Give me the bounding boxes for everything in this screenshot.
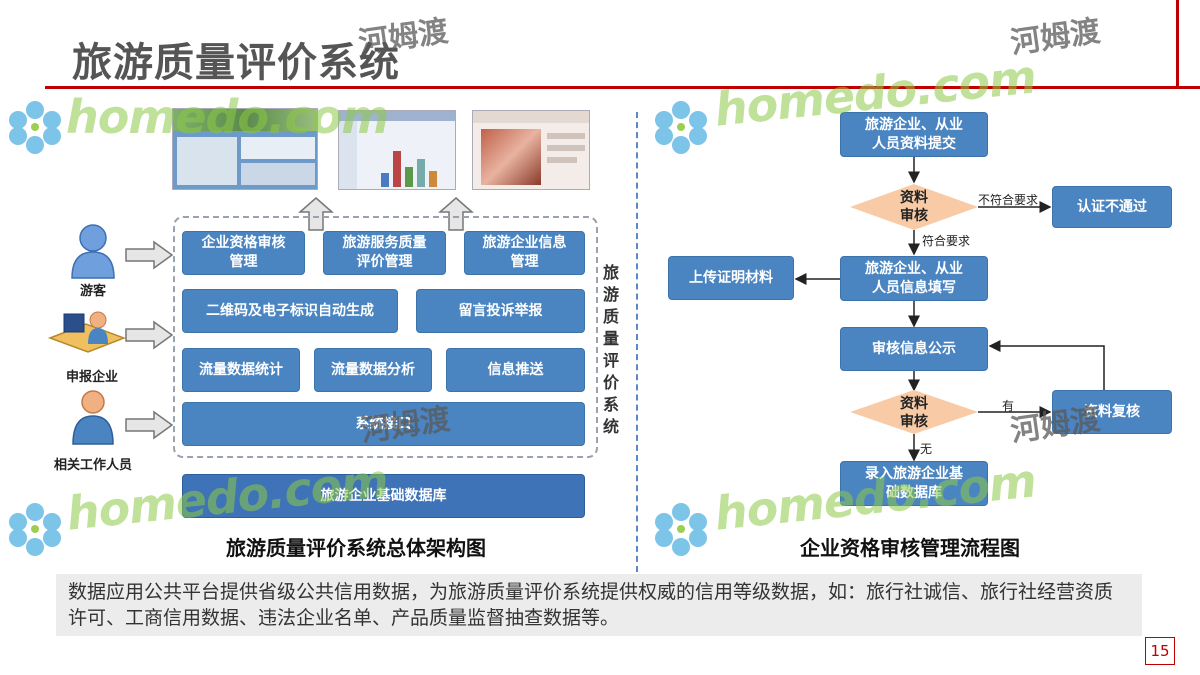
enterprise-icon xyxy=(47,311,126,353)
watermark-text-cn: 河姆渡 xyxy=(356,13,451,62)
module-traffic-stats: 流量数据统计 xyxy=(182,348,300,392)
website-screenshot-2 xyxy=(338,110,456,190)
title-divider xyxy=(45,86,1200,89)
flow-step-cert-fail: 认证不通过 xyxy=(1052,186,1172,228)
flow-step-upload-proof: 上传证明材料 xyxy=(668,256,794,300)
module-label: 二维码及电子标识自动生成 xyxy=(206,302,374,319)
module-info-push: 信息推送 xyxy=(446,348,585,392)
yes-label: 有 xyxy=(1002,399,1015,413)
flow-step-label: 旅游企业、从业 人员资料提交 xyxy=(865,116,963,152)
right-arrow-icon xyxy=(125,410,174,440)
up-arrow-icon xyxy=(298,197,334,231)
flow-step-label: 认证不通过 xyxy=(1077,198,1147,215)
right-arrow-icon xyxy=(125,240,174,270)
flower-logo-icon xyxy=(655,503,707,556)
website-screenshot-1 xyxy=(172,108,318,190)
module-label: 流量数据统计 xyxy=(199,361,283,378)
watermark-text-cn: 河姆渡 xyxy=(1008,13,1103,62)
module-label: 旅游服务质量 评价管理 xyxy=(342,235,427,270)
decision-label-2: 资料 审核 xyxy=(900,396,928,430)
fail-condition-label: 不符合要求 xyxy=(978,193,1039,207)
architecture-caption: 旅游质量评价系统总体架构图 xyxy=(226,536,486,560)
module-traffic-analysis: 流量数据分析 xyxy=(314,348,432,392)
pass-condition-label: 符合要求 xyxy=(922,234,971,248)
module-qualification-audit: 企业资格审核 管理 xyxy=(182,231,305,275)
flow-step-submit: 旅游企业、从业 人员资料提交 xyxy=(840,112,988,157)
flow-step-label: 录入旅游企业基 础数据库 xyxy=(865,465,963,501)
module-system-interface: 系统接口 xyxy=(182,402,585,446)
page-title: 旅游质量评价系统 xyxy=(72,40,400,86)
user-label-tourist: 游客 xyxy=(79,284,106,299)
module-label: 旅游企业信息 管理 xyxy=(482,235,567,270)
enterprise-database: 旅游企业基础数据库 xyxy=(182,474,585,518)
website-screenshot-3 xyxy=(472,110,590,190)
page-number: 15 xyxy=(1145,637,1175,665)
no-label: 无 xyxy=(920,442,933,456)
decision-diamond-2 xyxy=(850,390,978,434)
flow-step-recheck: 资料复核 xyxy=(1052,390,1172,434)
summary-note: 数据应用公共平台提供省级公共信用数据，为旅游质量评价系统提供权威的信用等级数据，… xyxy=(56,574,1142,636)
tourist-icon xyxy=(71,224,115,279)
module-label: 留言投诉举报 xyxy=(458,302,543,319)
title-divider-end xyxy=(1176,0,1179,89)
module-service-quality: 旅游服务质量 评价管理 xyxy=(323,231,446,275)
flow-step-enter-database: 录入旅游企业基 础数据库 xyxy=(840,461,988,506)
module-qrcode-generation: 二维码及电子标识自动生成 xyxy=(182,289,398,333)
module-complaints: 留言投诉举报 xyxy=(416,289,585,333)
module-label: 企业资格审核 管理 xyxy=(201,235,286,270)
flower-logo-icon xyxy=(9,101,61,154)
module-label: 系统接口 xyxy=(355,415,412,432)
flow-step-label: 资料复核 xyxy=(1084,403,1140,420)
user-label-staff: 相关工作人员 xyxy=(53,458,132,473)
module-enterprise-info: 旅游企业信息 管理 xyxy=(464,231,585,275)
watermark-text: homedo.com xyxy=(66,90,389,144)
module-label: 信息推送 xyxy=(487,361,544,378)
database-label: 旅游企业基础数据库 xyxy=(320,487,447,504)
flow-step-fill-info: 旅游企业、从业 人员信息填写 xyxy=(840,256,988,301)
flow-step-label: 审核信息公示 xyxy=(872,340,956,357)
flowchart-caption: 企业资格审核管理流程图 xyxy=(800,536,1020,560)
staff-icon xyxy=(72,390,114,445)
section-divider xyxy=(636,112,638,572)
flower-logo-icon xyxy=(9,503,61,556)
decision-label-1: 资料 审核 xyxy=(900,190,928,224)
system-vertical-label: 旅游质量评价系统 xyxy=(602,263,619,436)
flow-step-publicity: 审核信息公示 xyxy=(840,327,988,371)
flow-step-label: 旅游企业、从业 人员信息填写 xyxy=(865,260,963,296)
right-arrow-icon xyxy=(125,320,174,350)
up-arrow-icon xyxy=(438,197,474,231)
flow-step-label: 上传证明材料 xyxy=(689,269,773,286)
system-boundary xyxy=(173,216,598,458)
decision-diamond-1 xyxy=(850,184,978,230)
flower-logo-icon xyxy=(655,101,707,154)
flowchart-connectors xyxy=(794,157,1105,462)
module-label: 流量数据分析 xyxy=(331,361,415,378)
user-label-enterprise: 申报企业 xyxy=(65,370,118,385)
